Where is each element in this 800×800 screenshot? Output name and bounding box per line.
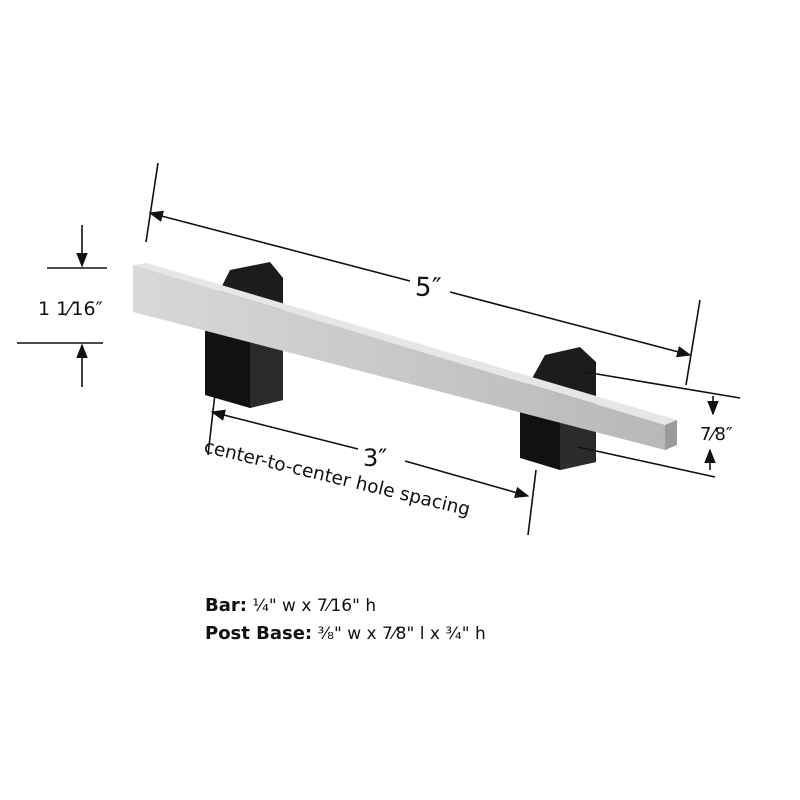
height-label: 7⁄8″ (700, 424, 733, 445)
post-spec: Post Base: ⅜" w x 7⁄8" l x ¾" h (205, 620, 486, 648)
post-spec-value: ⅜" w x 7⁄8" l x ¾" h (317, 624, 486, 644)
bar-spec-value: ¼" w x 7⁄16" h (252, 596, 377, 616)
center-to-center-label: 3″ (363, 444, 387, 472)
bar-spec-label: Bar: (205, 595, 247, 616)
overall-length-dimension (145, 162, 701, 386)
projection-label: 1 1⁄16″ (38, 298, 103, 320)
overall-length-label: 5″ (415, 272, 443, 303)
post-spec-label: Post Base: (205, 623, 313, 644)
center-to-center-caption: center-to-center hole spacing (202, 436, 472, 520)
center-to-center-dimension (207, 384, 537, 536)
bar-spec: Bar: ¼" w x 7⁄16" h (205, 592, 486, 620)
handle-bar (133, 263, 677, 450)
height-dimension (577, 371, 741, 478)
spec-list: Bar: ¼" w x 7⁄16" h Post Base: ⅜" w x 7⁄… (205, 592, 486, 648)
projection-dimension (17, 225, 107, 387)
